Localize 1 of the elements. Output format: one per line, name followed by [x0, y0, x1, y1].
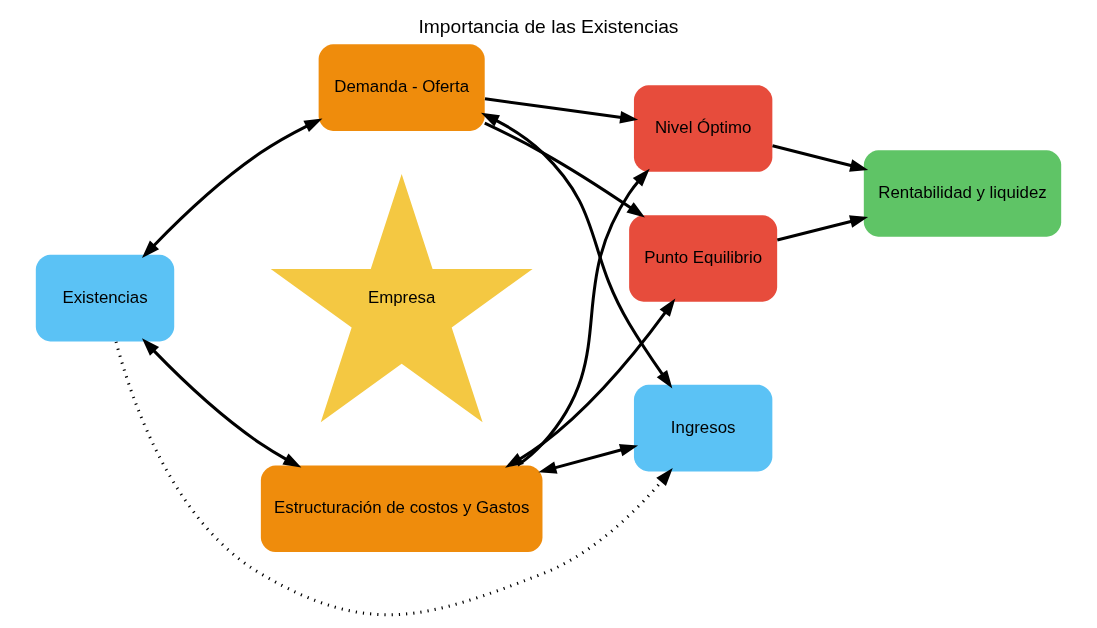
diagram-title: Importancia de las Existencias — [418, 16, 679, 38]
